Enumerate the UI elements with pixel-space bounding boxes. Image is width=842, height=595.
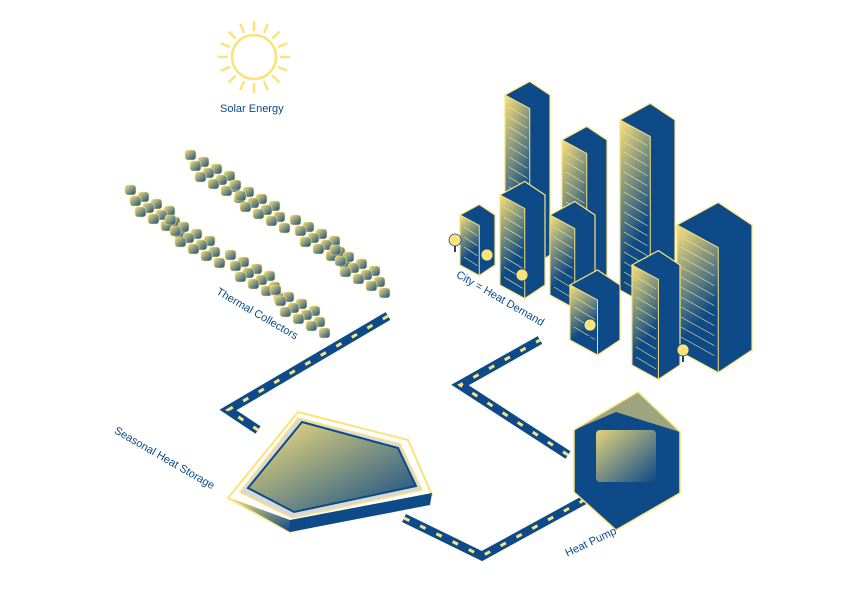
- seasonal-heat-storage: [226, 410, 434, 534]
- thermal-collectors: [124, 149, 391, 339]
- heat-pump-building: [573, 391, 681, 531]
- solar-panel-array: [229, 179, 291, 234]
- heat-pipe-collectors-to-storage: [219, 312, 391, 434]
- solar-panel-array: [269, 284, 331, 339]
- solar-panel-array: [164, 214, 226, 269]
- building: [631, 249, 681, 381]
- tree-icon: [448, 233, 462, 252]
- building: [569, 269, 621, 356]
- tree-icon: [583, 318, 597, 337]
- tree-icon: [515, 268, 529, 287]
- tree-icon: [676, 343, 690, 362]
- city-buildings: [448, 80, 753, 381]
- building: [676, 201, 753, 374]
- solar-panel-array: [329, 244, 391, 299]
- heat-pump-machine-icon: [596, 430, 656, 482]
- tree-icon: [480, 248, 494, 267]
- heat-pipe-heat-pump-to-city: [451, 336, 571, 459]
- heat-pipe-storage-to-heat-pump: [402, 494, 591, 562]
- label-solar-energy: Solar Energy: [220, 103, 284, 115]
- building: [459, 203, 496, 277]
- sun-icon: [217, 20, 291, 94]
- building: [499, 180, 546, 300]
